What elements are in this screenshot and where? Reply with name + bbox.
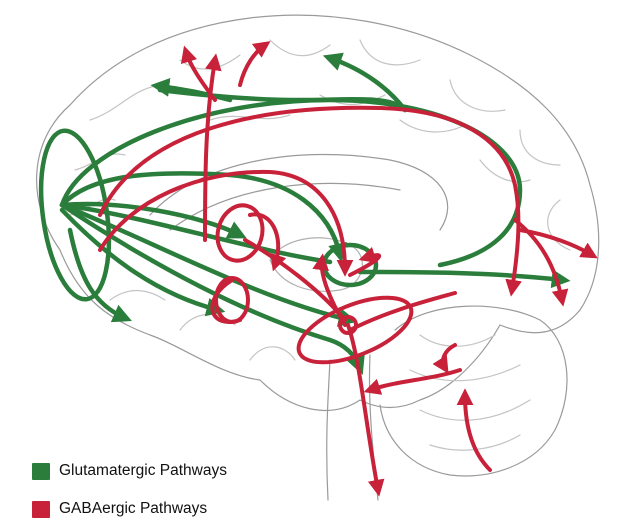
gaba-arrow-frontal-1 — [180, 45, 217, 102]
gaba-cerebellum-branch — [363, 368, 462, 395]
glu-pathway-to-thalamus — [59, 202, 333, 265]
gaba-amygdala-loop — [210, 278, 242, 324]
legend-label-glutamatergic: Glutamatergic Pathways — [59, 462, 227, 479]
cerebellum-outline — [379, 305, 568, 477]
gaba-pathway-upper-loop — [98, 169, 354, 277]
legend-swatch-red — [32, 500, 50, 518]
gaba-pathway-cortex-long — [98, 105, 522, 297]
glu-arrow-frontal-left — [150, 77, 233, 103]
gaba-pathway-to-occipital-1 — [513, 218, 569, 307]
gaba-vertical-frontal — [203, 53, 222, 242]
glu-pathway-prefrontal-long — [59, 97, 523, 268]
gaba-pathway-to-occipital-2 — [518, 228, 598, 259]
glu-pathway-to-amygdala — [59, 207, 226, 317]
brainstem-outline — [326, 354, 379, 501]
gabaergic-pathways — [98, 41, 598, 497]
glutamatergic-pathways — [38, 52, 571, 376]
glu-pathway-to-basal — [67, 227, 132, 323]
glu-arrow-frontal-top — [322, 52, 408, 113]
glu-pathway-thalamus-posterior — [357, 269, 571, 289]
gaba-striatum-loop-arrow — [248, 212, 287, 272]
legend-gabaergic: GABAergic Pathways — [32, 500, 207, 518]
gaba-cerebellum-up — [456, 388, 492, 472]
glu-pathway-to-striatum — [59, 201, 247, 239]
legend-label-gabaergic: GABAergic Pathways — [59, 500, 208, 517]
gaba-to-cerebellum — [346, 323, 385, 497]
gaba-thalamus-loop — [348, 246, 381, 277]
gaba-cerebellum-curl — [432, 343, 457, 374]
gaba-arrow-frontal-2 — [238, 41, 271, 87]
striatum-gaba-loop — [215, 203, 265, 263]
legend-swatch-green — [32, 462, 50, 480]
cortex-outline — [36, 14, 600, 411]
legend-glutamatergic: Glutamatergic Pathways — [32, 462, 227, 480]
glu-pathway-to-brainstem-1 — [59, 202, 358, 327]
gaba-to-pons — [348, 291, 457, 332]
